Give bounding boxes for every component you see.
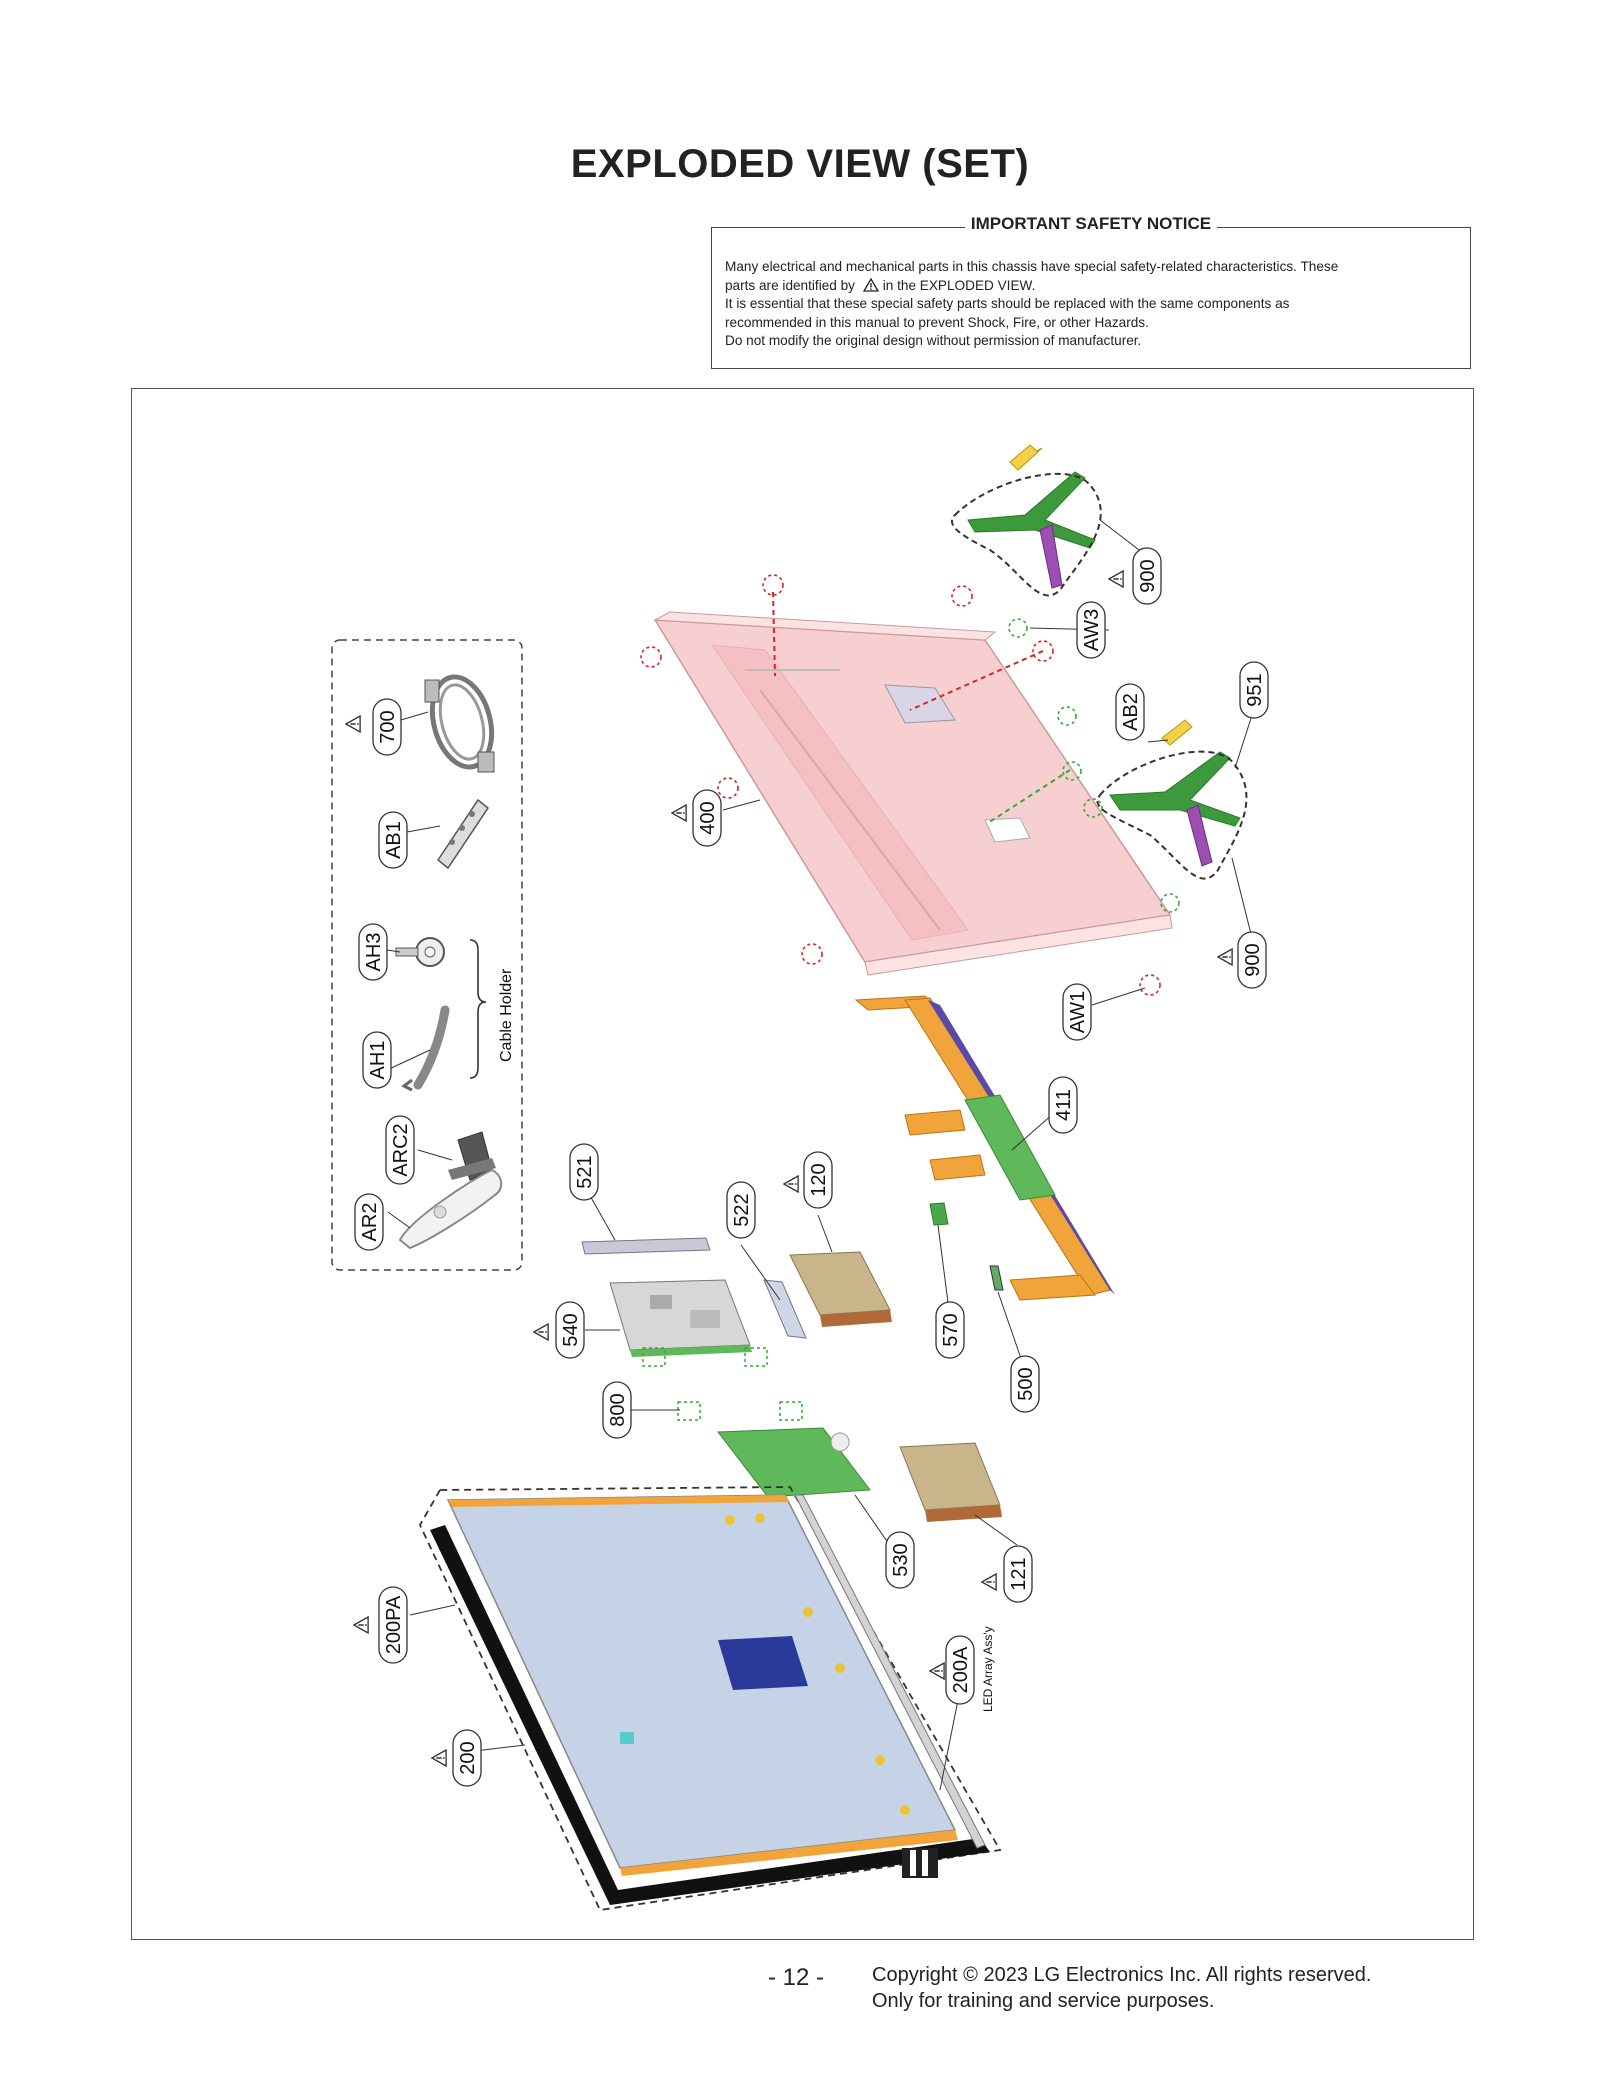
- board-570-part: [929, 1202, 949, 1226]
- part-label-ah1: AH1: [362, 1031, 392, 1089]
- led-array-label: LED Array Ass'y: [981, 1626, 995, 1712]
- svg-text:AB2: AB2: [1120, 693, 1142, 731]
- svg-text:AH3: AH3: [363, 933, 385, 972]
- part-label-200a: 200A: [945, 1635, 975, 1705]
- svg-text:AH1: AH1: [367, 1041, 389, 1080]
- main-board-part: [609, 1279, 752, 1357]
- cable-holder-label: Cable Holder: [498, 968, 515, 1062]
- part-label-arc2: ARC2: [385, 1115, 415, 1185]
- cable-holder-ah3-part: [395, 937, 445, 967]
- back-cover-part: [653, 611, 1173, 976]
- part-label-200pa: 200PA: [378, 1586, 408, 1664]
- remote-arc2-part: [448, 1131, 496, 1181]
- safety-notice-box: IMPORTANT SAFETY NOTICE Many electrical …: [711, 214, 1471, 369]
- svg-text:540: 540: [560, 1313, 582, 1346]
- part-label-521: 521: [569, 1143, 599, 1201]
- notice-line: It is essential that these special safet…: [725, 296, 1290, 311]
- part-label-570: 570: [935, 1301, 965, 1359]
- svg-text:AW3: AW3: [1081, 609, 1103, 652]
- accessories-box: [331, 639, 523, 1271]
- svg-text:411: 411: [1053, 1089, 1075, 1121]
- svg-text:500: 500: [1015, 1367, 1037, 1400]
- part-label-522: 522: [726, 1181, 756, 1239]
- part-label-900-top: 900: [1132, 547, 1162, 605]
- part-label-800: 800: [602, 1381, 632, 1439]
- svg-text:800: 800: [607, 1393, 629, 1426]
- svg-text:ARC2: ARC2: [390, 1123, 412, 1176]
- svg-text:522: 522: [731, 1193, 753, 1226]
- part-label-400: 400: [692, 789, 722, 847]
- screw-green-markers: [1008, 618, 1180, 913]
- part-label-700: 700: [372, 698, 402, 756]
- part-label-540: 540: [555, 1301, 585, 1359]
- power-board-121-part: [899, 1442, 1002, 1522]
- part-label-121: 121: [1003, 1545, 1033, 1603]
- svg-text:570: 570: [940, 1313, 962, 1346]
- notice-line: Many electrical and mechanical parts in …: [725, 259, 1339, 274]
- svg-text:120: 120: [808, 1163, 830, 1196]
- shield-522-part: [763, 1279, 807, 1339]
- notice-line: parts are identified by in the EXPLODED …: [725, 277, 1036, 293]
- part-label-ab2: AB2: [1115, 683, 1145, 741]
- cable-holder-ah1-part: [413, 1005, 450, 1090]
- diagram-frame: [131, 388, 1474, 1940]
- part-500: [989, 1265, 1004, 1291]
- part-label-900-bottom: 900: [1237, 931, 1267, 989]
- part-label-aw1: AW1: [1062, 983, 1092, 1041]
- svg-text:530: 530: [890, 1543, 912, 1576]
- power-board-120-part: [789, 1251, 892, 1327]
- svg-text:521: 521: [574, 1155, 596, 1188]
- svg-text:200A: 200A: [950, 1646, 972, 1693]
- svg-text:200: 200: [457, 1741, 479, 1774]
- part-label-ah3: AH3: [358, 923, 388, 981]
- page-title: EXPLODED VIEW (SET): [570, 142, 1030, 186]
- svg-text:200PA: 200PA: [383, 1595, 405, 1654]
- svg-text:AR2: AR2: [359, 1203, 381, 1242]
- safety-notice-heading: IMPORTANT SAFETY NOTICE: [964, 214, 1218, 233]
- svg-text:400: 400: [697, 801, 719, 834]
- safety-notice-text: Many electrical and mechanical parts in …: [725, 258, 1457, 351]
- svg-text:AB1: AB1: [383, 821, 405, 859]
- key-board-strip-part: [581, 1237, 711, 1255]
- power-cord-part: [424, 674, 495, 773]
- notice-line: Do not modify the original design withou…: [725, 333, 1142, 348]
- part-label-200: 200: [452, 1729, 482, 1787]
- screw-800-markers: [642, 1347, 803, 1421]
- part-label-951: 951: [1239, 661, 1269, 719]
- tcon-board-530-part: [717, 1427, 871, 1498]
- screw-red-markers: [640, 574, 1161, 996]
- part-label-ar2: AR2: [354, 1193, 384, 1251]
- svg-text:951: 951: [1244, 673, 1266, 706]
- svg-text:900: 900: [1137, 559, 1159, 592]
- copyright-line-1: Copyright © 2023 LG Electronics Inc. All…: [872, 1964, 1372, 1986]
- svg-text:900: 900: [1242, 943, 1264, 976]
- copyright-text: Copyright © 2023 LG Electronics Inc. All…: [872, 1962, 1371, 2014]
- bracket-ab1-part: [436, 798, 490, 870]
- part-label-ab1: AB1: [378, 811, 408, 869]
- part-label-aw3: AW3: [1076, 601, 1106, 659]
- display-panel-part: [418, 1486, 1002, 1911]
- part-label-530: 530: [885, 1531, 915, 1589]
- remote-ar2-part: [398, 1168, 503, 1250]
- warning-triangle-icon: [862, 277, 879, 292]
- part-label-120: 120: [803, 1151, 833, 1209]
- notice-line: recommended in this manual to prevent Sh…: [725, 314, 1149, 330]
- stand-top-part: [950, 444, 1102, 597]
- part-label-500: 500: [1010, 1355, 1040, 1413]
- page-number: - 12 -: [768, 1964, 825, 1991]
- svg-text:121: 121: [1008, 1557, 1030, 1590]
- part-label-411: 411: [1048, 1076, 1078, 1134]
- frame-bracket-part: [854, 995, 1115, 1301]
- copyright-line-2: Only for training and service purposes.: [872, 1990, 1215, 2012]
- svg-text:700: 700: [377, 710, 399, 743]
- stand-bottom-part: [1096, 719, 1248, 880]
- svg-text:AW1: AW1: [1067, 991, 1089, 1034]
- cable-holder-brace: [469, 939, 487, 1079]
